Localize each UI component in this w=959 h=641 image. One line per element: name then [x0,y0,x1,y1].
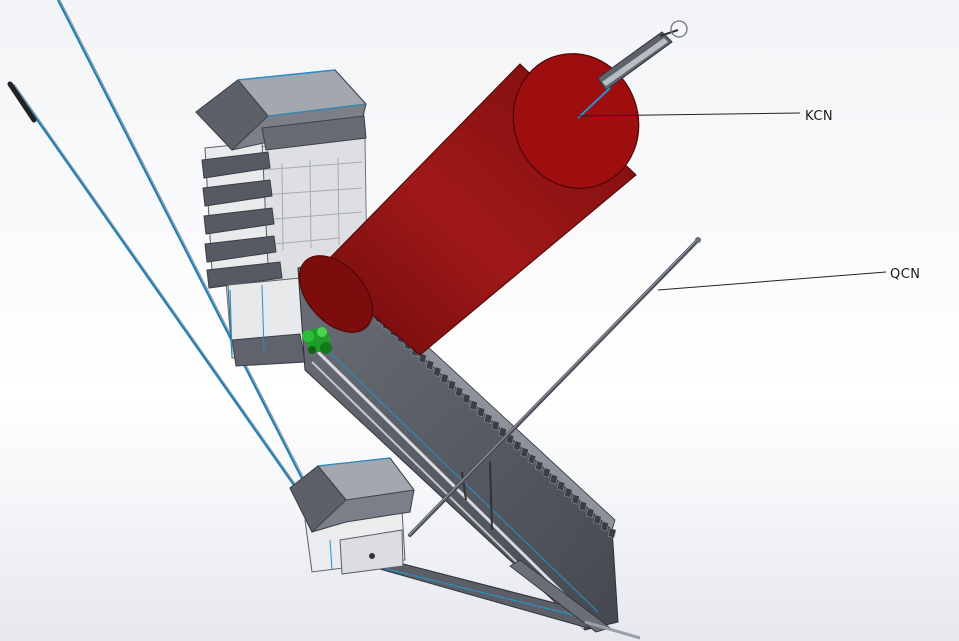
qcn-label: QCN [890,267,921,282]
lower-housing [289,457,415,575]
rack-tooth [600,520,610,532]
rack-tooth [542,467,551,478]
rack-tooth [578,500,588,512]
rack-tooth [483,413,493,425]
lower-cable [11,83,297,489]
circle-target-icon [670,20,688,38]
qcn-rod [408,237,701,537]
rack-tooth [556,480,566,492]
kcn-label: KCN [805,109,833,124]
left-cables [7,0,315,499]
rack-tooth [476,406,486,418]
rack-tooth [513,440,522,451]
cable-grip [7,81,37,123]
upper-cable [57,0,313,499]
rack-tooth [571,494,580,505]
rack-tooth [425,359,435,371]
callout-kcn[interactable]: KCN [577,109,833,124]
rack-tooth [447,379,457,391]
rack-tooth [462,393,471,404]
kcn-probe [577,20,688,119]
rack-tooth [520,447,529,458]
rack-tooth [454,386,464,398]
rack-tooth [593,514,602,525]
rack-tooth [585,507,595,519]
rack-tooth [534,460,544,472]
rack-tooth [549,473,559,485]
callout-qcn[interactable]: QCN [657,267,921,291]
rack-tooth [440,373,449,384]
rack-tooth [564,487,573,499]
rack-tooth [491,420,500,431]
rack-tooth [418,353,427,364]
rack-tooth [432,366,442,378]
rack-tooth [607,527,617,539]
foliage-cluster [302,327,332,354]
rack-tooth [469,400,478,411]
rack-tooth [527,453,537,465]
